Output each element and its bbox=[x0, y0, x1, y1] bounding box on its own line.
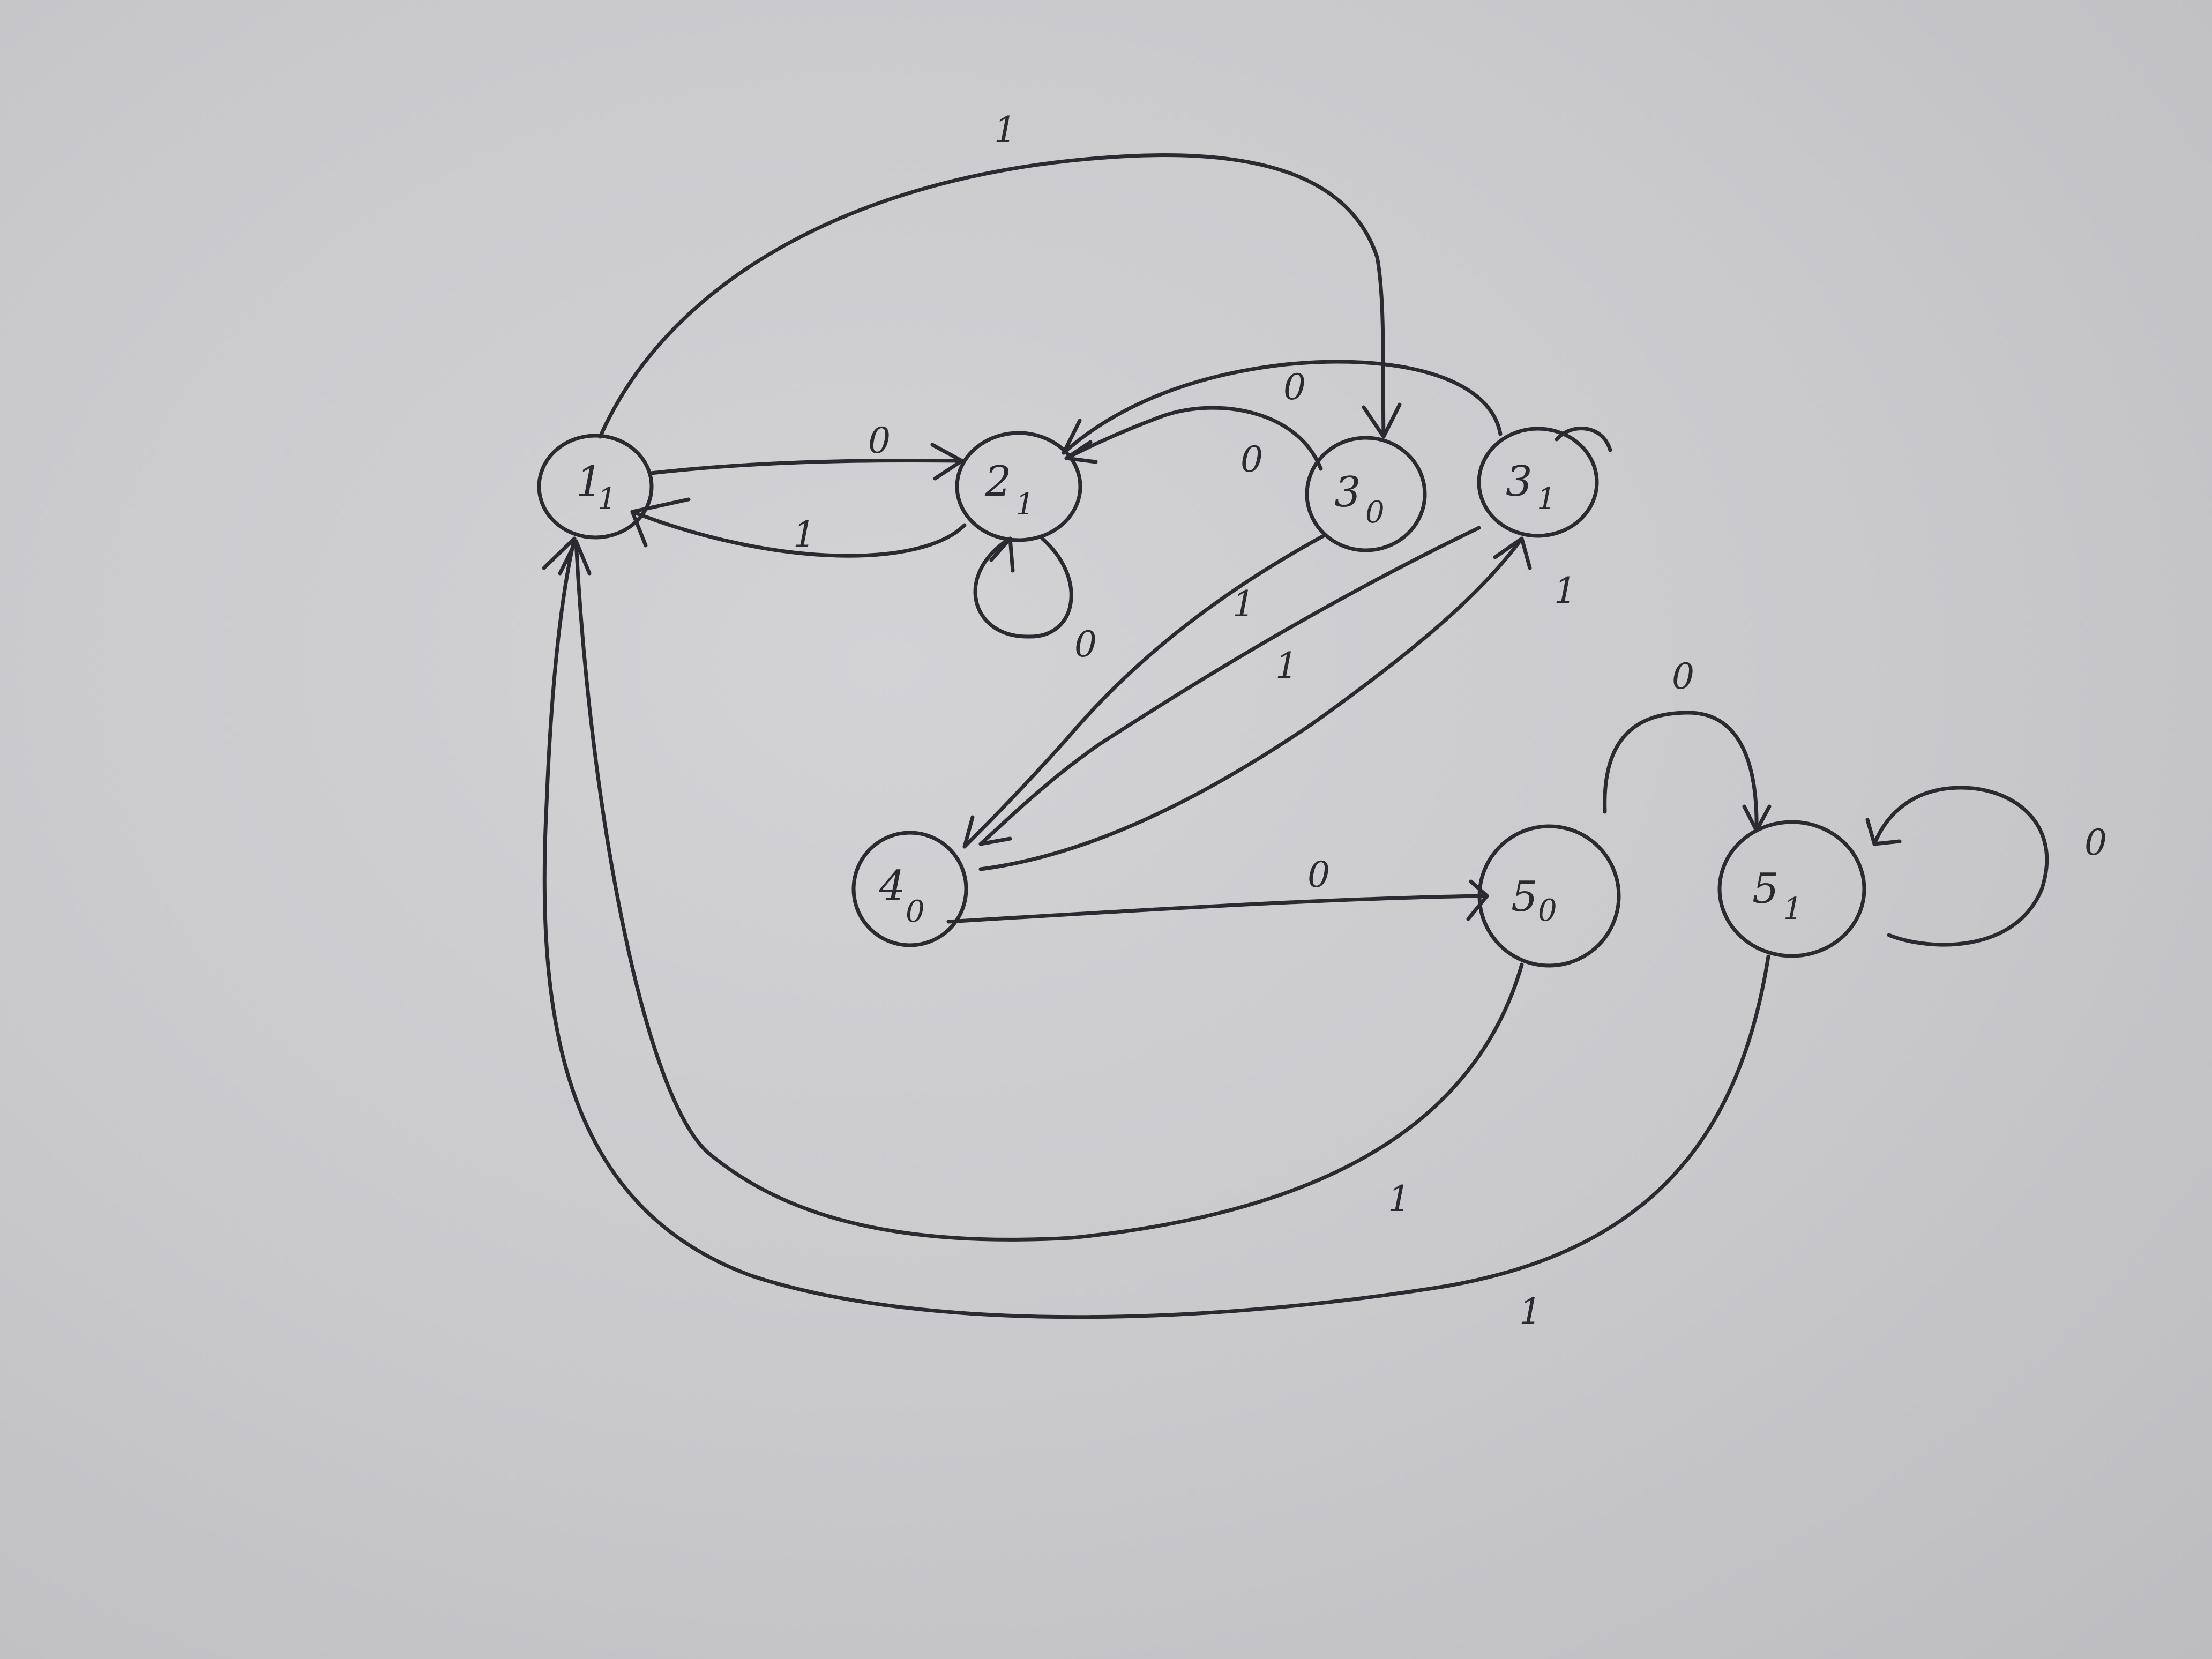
arrowhead-icon bbox=[542, 536, 577, 570]
state-subscript: 1 bbox=[1783, 892, 1803, 926]
arrowhead-icon bbox=[1493, 536, 1532, 570]
edge-label: 0 bbox=[868, 420, 891, 461]
edge-3_1-to-2_1: 0 bbox=[1062, 360, 1503, 455]
arrowhead-icon bbox=[558, 539, 592, 576]
state-subscript: 1 bbox=[597, 482, 617, 517]
edge-label: 1 bbox=[994, 109, 1017, 151]
edge-5_0-to-1_1: 1 bbox=[558, 539, 1524, 1242]
state-circle[interactable] bbox=[1305, 436, 1427, 552]
edge-line bbox=[1062, 360, 1503, 455]
edge-line bbox=[1603, 711, 1759, 833]
edge-label: 0 bbox=[1307, 854, 1330, 895]
state-node-5_1[interactable]: 5 1 bbox=[1717, 820, 1866, 958]
state-subscript: 0 bbox=[1538, 893, 1557, 928]
edge-3_0-to-4_0: 1 bbox=[962, 534, 1326, 849]
state-label: 3 bbox=[1506, 458, 1533, 506]
edge-label: 1 bbox=[793, 514, 816, 555]
arrowhead-icon bbox=[962, 815, 975, 849]
edge-label: 0 bbox=[1074, 624, 1097, 665]
nodes: 1 1 2 1 3 0 3 1 4 0 5 0 bbox=[537, 427, 1866, 968]
arrowhead-icon bbox=[1064, 440, 1098, 464]
arrowhead-icon bbox=[978, 836, 1012, 846]
edge-line bbox=[630, 510, 967, 558]
edge-label: 0 bbox=[2084, 822, 2107, 863]
arrowhead-icon bbox=[1362, 402, 1402, 439]
arrowhead-icon bbox=[630, 497, 691, 548]
state-label: 2 bbox=[984, 458, 1012, 506]
state-circle[interactable] bbox=[851, 831, 968, 947]
edge-line bbox=[973, 536, 1073, 639]
state-label: 5 bbox=[1752, 865, 1779, 913]
edge-line bbox=[946, 894, 1489, 924]
edge-5_0-to-5_1: 0 bbox=[1603, 656, 1772, 833]
state-node-4_0[interactable]: 4 0 bbox=[851, 831, 968, 947]
node-bump-stroke bbox=[1555, 427, 1612, 452]
state-subscript: 0 bbox=[1365, 495, 1385, 530]
edge-1_1-to-3_0: 1 bbox=[598, 109, 1402, 439]
edge-line bbox=[978, 526, 1481, 846]
edge-label: 1 bbox=[1275, 645, 1298, 686]
edge-label: 1 bbox=[1388, 1178, 1410, 1220]
edge-line bbox=[649, 458, 964, 475]
edge-line bbox=[962, 534, 1326, 849]
edge-5_1-to-1_1: 1 bbox=[542, 536, 1770, 1332]
edge-3_1-to-4_0: 1 bbox=[978, 526, 1481, 846]
edge-1_1-to-2_1: 0 bbox=[649, 420, 964, 481]
arrowhead-icon bbox=[930, 443, 964, 481]
edge-label: 1 bbox=[1519, 1291, 1542, 1332]
state-subscript: 0 bbox=[906, 894, 925, 929]
edges: 0 1 0 1 0 0 bbox=[542, 109, 2107, 1332]
arrowhead-icon bbox=[1865, 818, 1902, 846]
state-node-5_0[interactable]: 5 0 bbox=[1477, 824, 1621, 968]
state-node-3_0[interactable]: 3 0 bbox=[1305, 436, 1427, 552]
edge-label: 0 bbox=[1283, 367, 1306, 408]
state-label: 1 bbox=[576, 458, 603, 506]
state-circle[interactable] bbox=[1477, 427, 1599, 538]
state-circle[interactable] bbox=[1477, 824, 1621, 968]
edge-line bbox=[1064, 406, 1323, 471]
edge-2_1-to-1_1: 1 bbox=[630, 497, 967, 558]
arrowhead-icon bbox=[1062, 419, 1082, 455]
arrowhead-icon bbox=[1466, 879, 1489, 921]
edge-5_1-self-loop: 0 bbox=[1865, 786, 2107, 947]
edge-label: 1 bbox=[1554, 570, 1576, 611]
state-label: 4 bbox=[878, 862, 906, 910]
edge-3_0-to-2_1: 0 bbox=[1064, 406, 1323, 480]
state-subscript: 1 bbox=[1015, 487, 1035, 522]
edge-2_1-self-loop: 0 bbox=[973, 536, 1097, 665]
state-label: 5 bbox=[1511, 873, 1538, 921]
edge-line bbox=[978, 536, 1524, 871]
edge-4_0-to-3_1: 1 bbox=[978, 536, 1576, 871]
edge-line bbox=[574, 539, 1524, 1242]
edge-4_0-to-5_0: 0 bbox=[946, 854, 1489, 924]
edge-line bbox=[1872, 786, 2049, 947]
edge-line bbox=[542, 536, 1770, 1319]
edge-label: 0 bbox=[1672, 656, 1694, 697]
state-circle[interactable] bbox=[537, 434, 654, 540]
state-subscript: 1 bbox=[1537, 482, 1556, 517]
edge-label: 1 bbox=[1232, 584, 1255, 625]
state-label: 3 bbox=[1334, 468, 1361, 517]
edge-label: 0 bbox=[1240, 439, 1263, 480]
state-node-2_1[interactable]: 2 1 bbox=[955, 431, 1082, 542]
state-node-1_1[interactable]: 1 1 bbox=[537, 434, 654, 540]
edge-line bbox=[598, 153, 1386, 439]
state-circle[interactable] bbox=[955, 431, 1082, 542]
state-circle[interactable] bbox=[1717, 820, 1866, 958]
state-node-3_1[interactable]: 3 1 bbox=[1477, 427, 1612, 538]
